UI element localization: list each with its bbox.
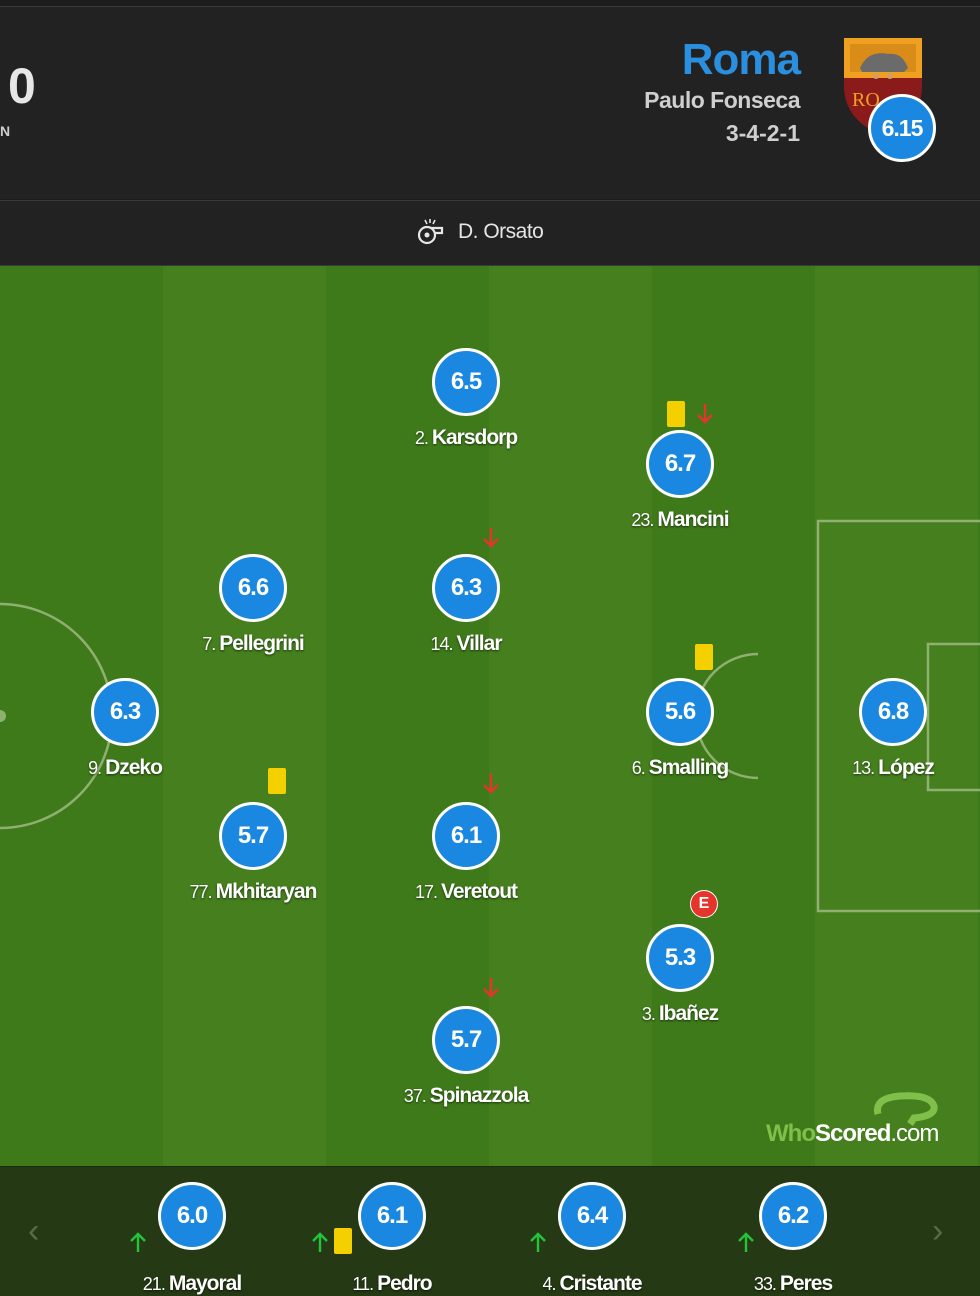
sub-on-arrow-icon — [530, 1232, 546, 1252]
player-ibanez[interactable]: 5.3 3.Ibañez — [580, 924, 780, 1025]
player-rating: 6.2 — [759, 1182, 827, 1250]
team-rating: 6.15 — [868, 94, 936, 162]
home-team-fragment: N — [0, 123, 11, 139]
team-header: 0 N Roma Paulo Fonseca 3-4-2-1 — [0, 6, 980, 199]
player-name: 17.Veretout — [414, 880, 518, 903]
player-rating: 6.5 — [432, 348, 500, 416]
player-name: 23.Mancini — [631, 508, 729, 531]
manager-name: Paulo Fonseca — [644, 87, 800, 113]
player-spinazzola[interactable]: 5.7 37.Spinazzola — [366, 1006, 566, 1107]
formation: 3-4-2-1 — [725, 120, 800, 146]
player-pellegrini[interactable]: 6.6 7.Pellegrini — [153, 554, 353, 655]
yellow-card-icon — [667, 401, 685, 427]
yellow-card-icon — [334, 1228, 352, 1254]
sub-on-arrow-icon — [312, 1232, 328, 1252]
player-rating: 6.4 — [558, 1182, 626, 1250]
player-rating: 6.6 — [219, 554, 287, 622]
player-name: 4.Cristante — [542, 1272, 642, 1295]
player-rating: 6.3 — [432, 554, 500, 622]
player-rating: 6.0 — [158, 1182, 226, 1250]
score: 0 — [8, 58, 36, 114]
yellow-card-icon — [695, 644, 713, 670]
bench-player-mayoral[interactable]: 6.0 21.Mayoral — [92, 1182, 292, 1295]
roma-crest-icon: RO — [844, 38, 922, 136]
player-rating: 5.7 — [219, 802, 287, 870]
bench-player-pedro[interactable]: 6.1 11.Pedro — [292, 1182, 492, 1295]
player-rating: 6.8 — [859, 678, 927, 746]
sub-off-arrow-icon — [483, 978, 499, 998]
player-name: 6.Smalling — [631, 756, 730, 779]
player-rating: 6.1 — [432, 802, 500, 870]
pitch: 6.5 2.Karsdorp 6.7 23.Mancini 6.6 7.Pell… — [0, 266, 980, 1166]
whoscored-logo: WhoScored.com — [766, 1092, 966, 1152]
sub-off-arrow-icon — [483, 528, 499, 548]
player-name: 13.López — [852, 756, 935, 779]
player-name: 3.Ibañez — [641, 1002, 719, 1025]
player-rating: 5.7 — [432, 1006, 500, 1074]
player-veretout[interactable]: 6.1 17.Veretout — [366, 802, 566, 903]
player-karsdorp[interactable]: 6.5 2.Karsdorp — [366, 348, 566, 449]
player-name: 37.Spinazzola — [403, 1084, 530, 1107]
player-rating: 6.3 — [91, 678, 159, 746]
player-lopez[interactable]: 6.8 13.López — [793, 678, 980, 779]
player-rating: 5.3 — [646, 924, 714, 992]
referee-name[interactable]: D. Orsato — [458, 220, 544, 243]
whistle-icon — [417, 219, 444, 245]
bench-prev-button[interactable]: ‹ — [28, 1212, 40, 1250]
referee-bar — [0, 200, 980, 266]
player-smalling[interactable]: 5.6 6.Smalling — [580, 678, 780, 779]
bench-next-button[interactable]: › — [932, 1212, 944, 1250]
player-villar[interactable]: 6.3 14.Villar — [366, 554, 566, 655]
player-name: 77.Mkhitaryan — [189, 880, 318, 903]
player-mancini[interactable]: 6.7 23.Mancini — [580, 430, 780, 531]
sub-on-arrow-icon — [738, 1232, 754, 1252]
whoscored-wordmark: WhoScored.com — [766, 1120, 939, 1147]
player-name: 21.Mayoral — [142, 1272, 242, 1295]
sub-on-arrow-icon — [130, 1232, 146, 1252]
player-name: 2.Karsdorp — [414, 426, 518, 449]
player-rating: 5.6 — [646, 678, 714, 746]
svg-text:RO: RO — [852, 89, 880, 111]
team-name[interactable]: Roma — [681, 35, 801, 84]
player-name: 33.Peres — [753, 1272, 833, 1295]
yellow-card-icon — [268, 768, 286, 794]
whoscored-question-icon — [873, 1092, 938, 1126]
player-mkhitaryan[interactable]: 5.7 77.Mkhitaryan — [153, 802, 353, 903]
sub-off-arrow-icon — [697, 404, 713, 424]
player-name: 7.Pellegrini — [202, 632, 305, 655]
player-name: 9.Dzeko — [88, 756, 163, 779]
bench-player-peres[interactable]: 6.2 33.Peres — [693, 1182, 893, 1295]
player-dzeko[interactable]: 6.3 9.Dzeko — [25, 678, 225, 779]
player-name: 14.Villar — [430, 632, 502, 655]
sub-off-arrow-icon — [483, 774, 499, 794]
player-rating: 6.1 — [358, 1182, 426, 1250]
player-name: 11.Pedro — [352, 1272, 432, 1295]
error-event-icon: E — [690, 890, 718, 918]
bench-player-cristante[interactable]: 6.4 4.Cristante — [492, 1182, 692, 1295]
player-rating: 6.7 — [646, 430, 714, 498]
